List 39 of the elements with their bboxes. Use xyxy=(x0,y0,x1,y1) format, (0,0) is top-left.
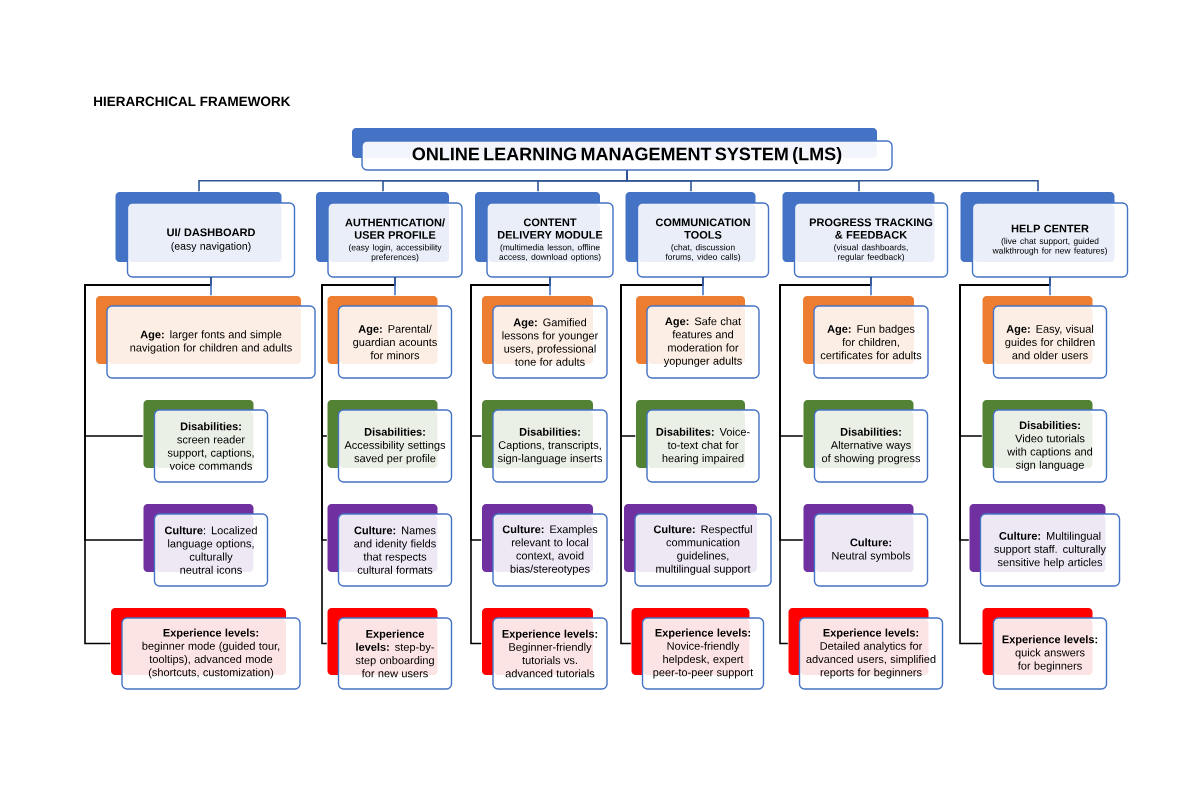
module-box: HELP CENTER (live chat support, guided walkthrough for new features) xyxy=(960,192,1129,278)
culture-box: Culture: Neutral symbols xyxy=(803,504,929,587)
culture-box: Culture: Respectful communication guidelines, multilingual support xyxy=(624,504,772,587)
connector-line xyxy=(549,276,551,297)
module-box: PROGRESS TRACKING & FEEDBACK (visual dashboards, regular feedback) xyxy=(782,192,949,278)
module-box: COMMUNICATION TOOLS (chat, discussion forums, video calls) xyxy=(625,192,770,278)
culture-box: Culture: Names and idenity fields that respects cultural formats xyxy=(327,504,453,587)
culture-box: Culture: Multilingual support staff. culturally sensitive help articles xyxy=(969,504,1121,587)
disabilities-box: Disabilities: Video tutorials with captions and sign language xyxy=(982,400,1108,483)
connector-line xyxy=(1049,276,1051,297)
module-box: CONTENT DELIVERY MODULE (multimedia lesson, offline access, download options) xyxy=(475,192,614,278)
system-box: ONLINE LEARNING MANAGEMENT SYSTEM (LMS) xyxy=(352,128,893,171)
culture-box: Culture: Examples relevant to local context, avoid bias/stereotypes xyxy=(482,504,608,587)
experience-box: Experience levels: Detailed analytics for advanced users, simplified reports for beginners xyxy=(788,608,944,690)
age-box: Age: Fun badges for children, certificates for adults xyxy=(803,296,929,379)
disabilities-box: Disabilities: Alternative ways of showing progress xyxy=(803,400,929,483)
age-box: Age: Gamified lessons for younger users, professional tone for adults xyxy=(482,296,608,379)
module-box: AUTHENTICATION/ USER PROFILE (easy login, accessibility preferences) xyxy=(316,192,463,278)
culture-box: Culture: Localized language options, culturally neutral icons xyxy=(143,504,269,587)
disabilities-box: Disabilites: Voice-to-text chat for hearing impaired xyxy=(636,400,760,483)
age-box: Age: Easy, visual guides for children and older users xyxy=(982,296,1108,379)
connector-line xyxy=(702,276,704,297)
experience-box: Experience levels: quick answers for beginners xyxy=(982,608,1108,690)
connector-line xyxy=(626,169,1039,193)
module-box: UI/ DASHBOARD (easy navigation) xyxy=(115,192,296,278)
experience-box: Experience levels: step-by-step onboarding for new users xyxy=(327,608,453,690)
connector-line xyxy=(210,276,212,297)
experience-box: Experience levels: Novice-friendly helpdesk, expert peer-to-peer support xyxy=(631,608,765,690)
disabilities-box: Disabilities: Captions, transcripts, sign-language inserts xyxy=(482,400,608,483)
diagram-title: HIERARCHICAL FRAMEWORK xyxy=(94,96,291,107)
disabilities-box: Disabilities: Accessibility settings saved per profile xyxy=(327,400,453,483)
experience-box: Experience levels: beginner mode (guided tour, tooltips), advanced mode (shortcuts, customization) xyxy=(111,608,301,690)
age-box: Age: Safe chat features and moderation for yopunger adults xyxy=(636,296,760,379)
connector-line xyxy=(870,276,872,297)
connector-line xyxy=(394,276,396,297)
age-box: Age: larger fonts and simple navigation for children and adults xyxy=(96,296,316,379)
age-box: Age: Parental/ guardian acounts for minors xyxy=(327,296,453,379)
disabilities-box: Disabilities: screen reader support, captions, voice commands xyxy=(143,400,269,483)
experience-box: Experience levels: Beginner-friendly tutorials vs. advanced tutorials xyxy=(482,608,608,690)
